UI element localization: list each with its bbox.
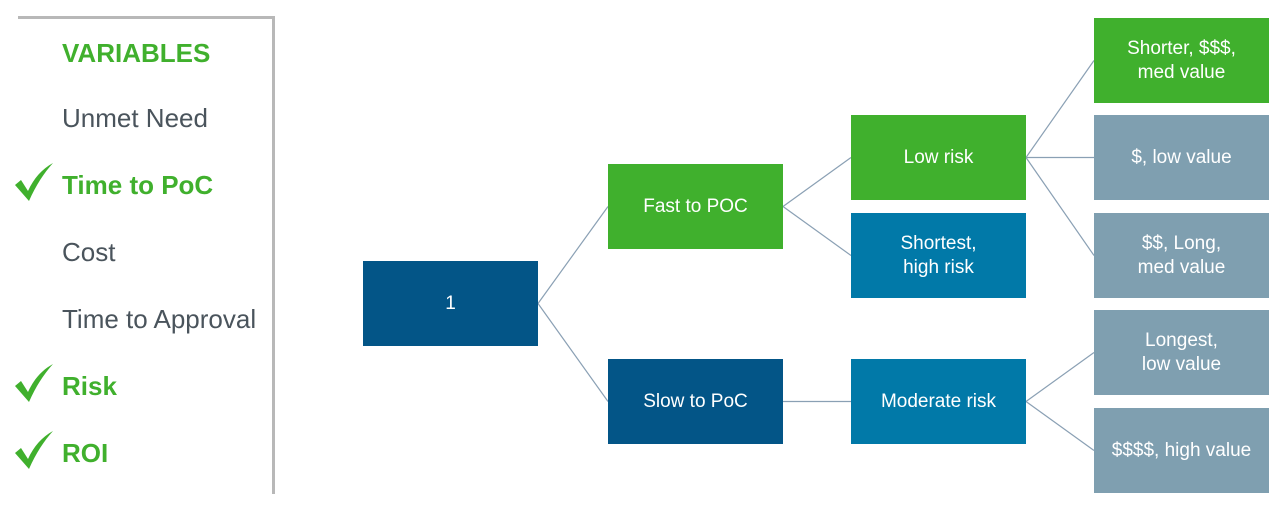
tree-node-level2-0: Low risk <box>851 115 1026 200</box>
connector-l2-l3-4 <box>1025 401 1095 451</box>
connector-l2-l3-2 <box>1025 157 1095 256</box>
variable-item-time-to-approval: Time to Approval <box>62 304 257 334</box>
variable-item-roi: ROI <box>62 438 109 468</box>
checkmark-icon <box>15 364 53 402</box>
checkmark-icon <box>15 163 53 201</box>
tree-node-level1-0: Fast to POC <box>608 164 783 249</box>
tree-node-level3-1: $, low value <box>1094 115 1269 200</box>
tree-node-level3-0: Shorter, $$$, med value <box>1094 18 1269 103</box>
checkmark-icon <box>15 431 53 469</box>
variable-item-time-to-poc: Time to PoC <box>62 170 214 200</box>
tree-node-root: 1 <box>363 261 538 346</box>
tree-node-level3-3: Longest, low value <box>1094 310 1269 395</box>
connector-l2-l3-0 <box>1025 60 1095 158</box>
connector-l1-l2-1 <box>782 206 852 256</box>
panel-right-border <box>272 16 275 494</box>
tree-node-level3-4: $$$$, high value <box>1094 408 1269 493</box>
tree-node-level1-1: Slow to PoC <box>608 359 783 444</box>
connector-l2-l3-3 <box>1025 352 1095 402</box>
variable-item-unmet-need: Unmet Need <box>62 103 208 133</box>
variables-heading: VARIABLES <box>62 38 211 68</box>
tree-node-level2-2: Moderate risk <box>851 359 1026 444</box>
connector-root-l1-1 <box>537 303 609 402</box>
tree-node-level3-2: $$, Long, med value <box>1094 213 1269 298</box>
panel-top-border <box>18 16 275 19</box>
connector-root-l1-0 <box>537 206 609 304</box>
variable-item-cost: Cost <box>62 237 116 267</box>
tree-node-level2-1: Shortest, high risk <box>851 213 1026 298</box>
variable-item-risk: Risk <box>62 371 117 401</box>
connector-l1-l2-0 <box>782 157 852 207</box>
